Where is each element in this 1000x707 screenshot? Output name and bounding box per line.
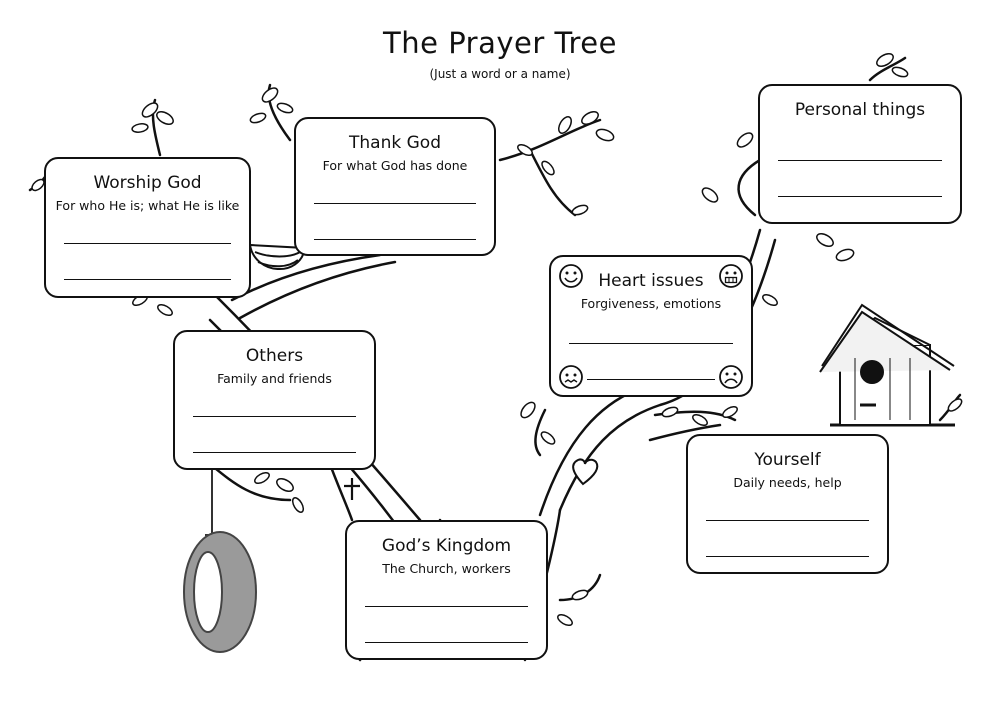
writing-line[interactable] [193,452,356,453]
heart-icon [572,458,599,486]
card-worship-god: Worship God For who He is; what He is li… [44,157,251,298]
card-heading: Thank God [349,133,441,153]
card-subheading: Forgiveness, emotions [580,296,722,311]
worried-face-icon [559,365,583,389]
page-title: The Prayer Tree [383,26,617,60]
card-heading: God’s Kingdom [381,536,512,556]
card-heart-issues: Heart issues Forgiveness, emotions [549,255,753,397]
writing-line[interactable] [706,556,869,557]
card-thank-god: Thank God For what God has done [294,117,496,256]
writing-line[interactable] [587,379,715,380]
twig [498,118,602,162]
writing-line[interactable] [778,160,942,161]
card-subheading: For who He is; what He is like [55,198,240,213]
cross-icon [344,478,360,500]
card-heading: Yourself [754,450,821,470]
page-subtitle: (Just a word or a name) [429,67,571,81]
card-heading: Personal things [794,100,926,120]
card-yourself: Yourself Daily needs, help [686,434,889,574]
writing-line[interactable] [706,520,869,521]
card-heading: Worship God [93,173,202,193]
writing-line[interactable] [314,239,476,240]
writing-line[interactable] [64,243,231,244]
card-others: Others Family and friends [173,330,376,470]
writing-line[interactable] [314,203,476,204]
smiley-face-icon [559,264,583,288]
card-heading: Heart issues [598,271,704,291]
card-subheading: For what God has done [322,158,468,173]
writing-line[interactable] [365,642,528,643]
card-subheading: The Church, workers [382,561,511,576]
writing-line[interactable] [193,416,356,417]
birdhouse-icon [819,303,955,427]
writing-line[interactable] [778,196,942,197]
card-subheading: Daily needs, help [733,475,842,490]
tire-swing-icon [183,470,257,653]
writing-line[interactable] [365,606,528,607]
writing-line[interactable] [569,343,733,344]
card-subheading: Family and friends [217,371,332,386]
grimace-face-icon [719,264,743,288]
writing-line[interactable] [64,279,231,280]
card-gods-kingdom: God’s Kingdom The Church, workers [345,520,548,660]
card-personal-things: Personal things [758,84,962,224]
card-heading: Others [245,346,304,366]
sad-face-icon [719,365,743,389]
